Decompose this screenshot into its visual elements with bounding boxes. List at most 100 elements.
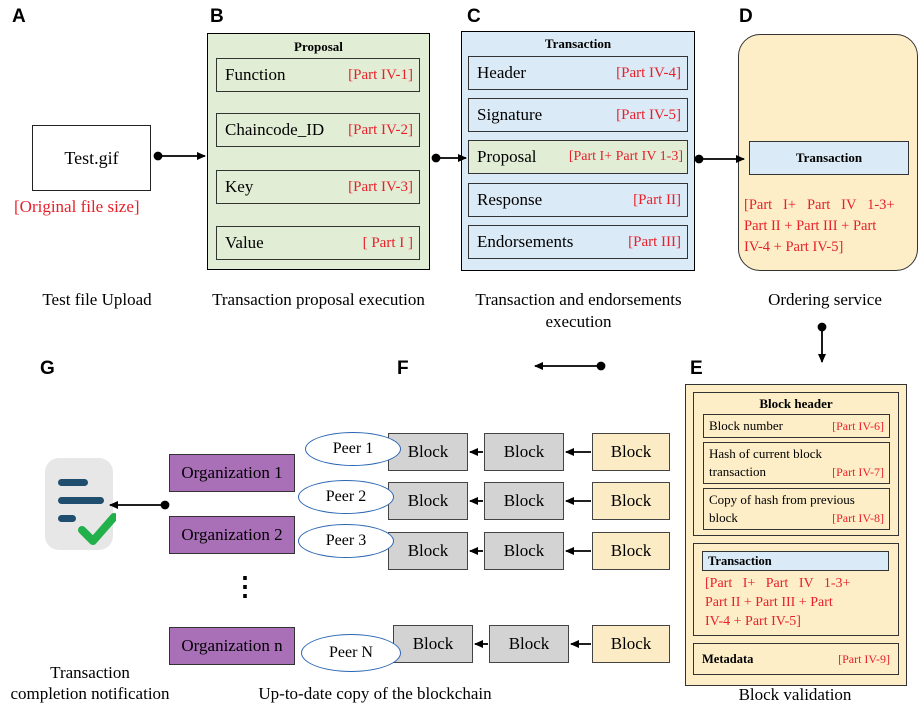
block-header-title: Block header [759, 396, 833, 411]
peer-3: Peer 3 [298, 524, 394, 558]
row-name: Header [477, 63, 527, 82]
hash-prev-row: Copy of hash from previous block [Part IV… [703, 488, 890, 530]
peer-1: Peer 1 [305, 432, 401, 466]
tx-row-proposal: Proposal [Part I+ Part IV 1-3] [468, 140, 688, 174]
label-c: C [467, 6, 481, 27]
caption-block-validation: Block validation [738, 685, 852, 704]
hash-current-l1: Hash of current block [709, 446, 822, 461]
label-a: A [12, 6, 26, 27]
peer-n: Peer N [301, 634, 401, 672]
block-r1-c1: Block [388, 433, 468, 471]
peer-2: Peer 2 [298, 480, 394, 514]
hash-prev-l2: block [709, 510, 738, 525]
block-r3-c3: Block [592, 532, 670, 570]
caption-upload: Test file Upload [42, 290, 152, 309]
block-transaction-parts: [Part I+ Part IV 1-3+ Part II + Part III… [705, 574, 897, 631]
block-rn-c2: Block [489, 625, 569, 663]
original-size-label: [Original file size] [14, 197, 140, 216]
block-tx-parts-l2: Part II + Part III + Part [705, 595, 833, 610]
ordering-parts: [Part I+ Part IV 1-3+ Part II + Part III… [744, 195, 916, 258]
tx-row-endorsements: Endorsements [Part III] [468, 225, 688, 259]
block-transaction-label: Transaction [708, 554, 772, 568]
row-name: Key [225, 177, 254, 196]
block-r3-c1: Block [388, 532, 468, 570]
proposal-title: Proposal [294, 39, 343, 54]
row-part: [Part IV-5] [616, 106, 681, 123]
block-r1-c3: Block [592, 433, 670, 471]
organization-2: Organization 2 [169, 516, 295, 554]
label-f: F [397, 358, 409, 379]
label-b: B [210, 6, 224, 27]
block-number-label: Block number [709, 418, 784, 433]
row-part: [Part III] [628, 233, 681, 250]
hash-current-row: Hash of current block transaction [Part I… [703, 442, 890, 484]
row-part: [Part I+ Part IV 1-3] [568, 149, 683, 164]
label-g: G [40, 358, 55, 379]
block-tx-parts-l1: [Part I+ Part IV 1-3+ [705, 576, 851, 591]
row-part: [Part IV-3] [348, 178, 413, 195]
proposal-row-key: Key [Part IV-3] [216, 170, 420, 204]
row-name: Signature [477, 105, 543, 124]
caption-blockchain: Up-to-date copy of the blockchain [258, 684, 492, 703]
document-check-icon [44, 457, 118, 553]
block-transaction-title: Transaction [702, 551, 889, 571]
row-name: Value [225, 233, 264, 252]
metadata-row: Metadata [Part IV-9] [693, 643, 899, 675]
proposal-panel: Proposal [207, 33, 430, 270]
test-file-name: Test.gif [64, 147, 119, 168]
caption-transaction-l1: Transaction and endorsements [475, 290, 682, 309]
block-transaction-group [693, 543, 899, 636]
row-name: Chaincode_ID [225, 120, 325, 139]
block-r2-c3: Block [592, 482, 670, 520]
row-part: [Part II] [633, 191, 681, 208]
proposal-row-chaincode: Chaincode_ID [Part IV-2] [216, 113, 420, 147]
ellipsis: ⋮ [232, 572, 258, 601]
hash-current-l2: transaction [709, 464, 767, 479]
label-e: E [690, 358, 703, 379]
hash-current-part: [Part IV-7] [832, 465, 884, 479]
metadata-part: [Part IV-9] [838, 651, 890, 666]
label-d: D [739, 6, 753, 27]
ordering-parts-l1: [Part I+ Part IV 1-3+ [744, 197, 895, 213]
row-name: Proposal [477, 147, 537, 166]
test-file-box: Test.gif [32, 125, 151, 191]
block-r2-c2: Block [484, 482, 564, 520]
block-rn-c1: Block [393, 625, 473, 663]
caption-transaction-l2: execution [545, 312, 612, 331]
tx-row-signature: Signature [Part IV-5] [468, 98, 688, 132]
caption-notification-l1: Transaction [50, 663, 130, 682]
row-name: Function [225, 65, 286, 84]
block-number-row: Block number [Part IV-6] [703, 414, 890, 438]
ordering-transaction-label: Transaction [795, 150, 863, 165]
hash-prev-part: [Part IV-8] [832, 511, 884, 525]
row-part: [ Part I ] [362, 234, 413, 251]
transaction-title: Transaction [544, 36, 612, 51]
proposal-row-function: Function [Part IV-1] [216, 58, 420, 92]
block-number-part: [Part IV-6] [832, 418, 884, 433]
block-r1-c2: Block [484, 433, 564, 471]
caption-notification-l2: completion notification [10, 684, 170, 703]
row-part: [Part IV-4] [616, 64, 681, 81]
tx-row-header: Header [Part IV-4] [468, 56, 688, 90]
ordering-transaction-box: Transaction [749, 141, 909, 175]
row-name: Response [477, 190, 543, 209]
caption-proposal: Transaction proposal execution [212, 290, 425, 309]
proposal-row-value: Value [ Part I ] [216, 226, 420, 260]
block-header-group [693, 392, 899, 536]
organization-1: Organization 1 [169, 454, 295, 492]
caption-ordering: Ordering service [768, 290, 882, 309]
tx-row-response: Response [Part II] [468, 183, 688, 217]
hash-prev-l1: Copy of hash from previous [709, 492, 855, 507]
ordering-parts-l2: Part II + Part III + Part [744, 218, 877, 234]
block-rn-c3: Block [592, 625, 670, 663]
row-name: Endorsements [477, 232, 574, 251]
block-r2-c1: Block [388, 482, 468, 520]
block-tx-parts-l3: IV-4 + Part IV-5] [705, 614, 801, 629]
block-r3-c2: Block [484, 532, 564, 570]
ordering-parts-l3: IV-4 + Part IV-5] [744, 239, 844, 255]
metadata-label: Metadata [702, 651, 754, 666]
row-part: [Part IV-1] [348, 66, 413, 83]
organization-n: Organization n [169, 627, 295, 665]
row-part: [Part IV-2] [348, 121, 413, 138]
